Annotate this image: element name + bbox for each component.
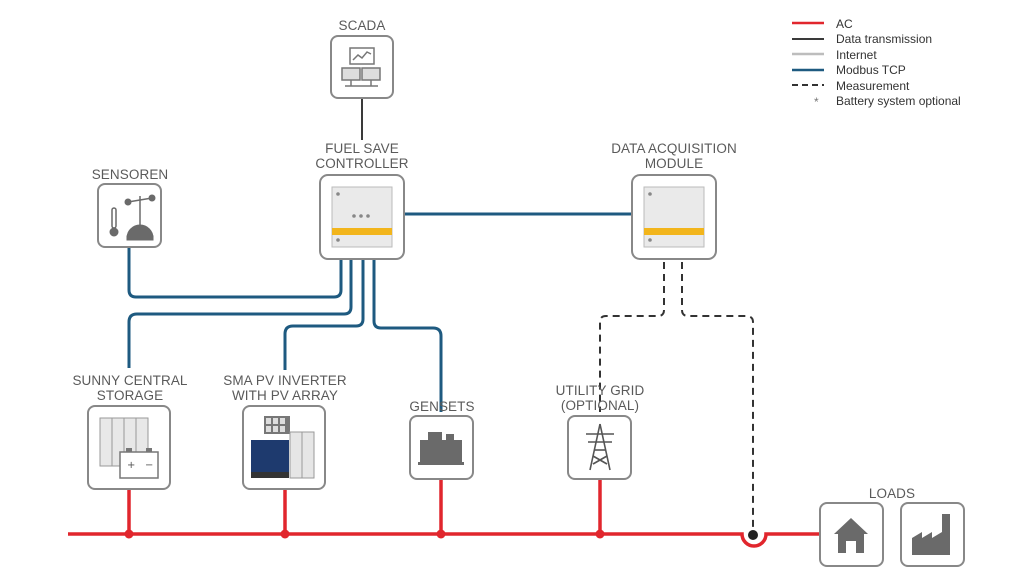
ac-junctions	[124, 529, 605, 539]
weather-sensor-icon	[109, 194, 156, 241]
genset-icon	[418, 432, 464, 465]
legend-ac: AC	[836, 16, 961, 32]
legend-internet-label: Internet	[836, 47, 877, 62]
gensets-box	[409, 415, 474, 480]
loads-label: LOADS	[868, 486, 916, 501]
legend-measurement-label: Measurement	[836, 78, 910, 93]
legend-battery: Battery system optional	[836, 94, 961, 110]
measurement-junction	[748, 530, 758, 540]
legend-data-label: Data transmission	[836, 32, 933, 47]
daq-box	[631, 174, 717, 260]
legend-battery-label: Battery system optional	[836, 94, 961, 109]
storage-icon: + −	[99, 417, 159, 479]
legend-internet: Internet	[836, 47, 961, 63]
sensoren-label: SENSOREN	[91, 167, 169, 182]
legend-swatches	[792, 21, 824, 86]
gensets-label: GENSETS	[409, 399, 475, 414]
modbus-lines	[127, 212, 632, 412]
legend-measurement: Measurement	[836, 78, 961, 94]
power-pylon-icon	[586, 423, 614, 471]
controller-box	[319, 174, 405, 260]
factory-icon	[912, 514, 950, 555]
sensor-box	[97, 183, 162, 248]
grid-box	[567, 415, 632, 480]
ac-bus	[68, 532, 820, 548]
legend-ac-label: AC	[836, 16, 853, 31]
scada-box	[330, 35, 394, 99]
legend-modbus: Modbus TCP	[836, 63, 961, 79]
scada-label: SCADA	[338, 18, 386, 33]
storage-box: + −	[87, 405, 171, 490]
legend-star: *	[814, 95, 819, 109]
loads-house-box	[819, 502, 884, 567]
svg-text:−: −	[145, 460, 153, 471]
ac-connections	[127, 480, 602, 534]
pv-inverter-icon	[251, 416, 315, 479]
legend-modbus-label: Modbus TCP	[836, 63, 906, 78]
svg-text:+: +	[127, 460, 135, 471]
grid-label: UTILITY GRID(OPTIONAL)	[555, 383, 645, 413]
inverter-box	[242, 405, 326, 490]
measurement-lines	[599, 262, 754, 534]
loads-factory-box	[900, 502, 965, 567]
monitor-icon	[341, 47, 381, 87]
house-icon	[834, 518, 868, 553]
legend-data: Data transmission	[836, 32, 961, 48]
legend: AC Data transmission Internet Modbus TCP…	[836, 16, 961, 109]
